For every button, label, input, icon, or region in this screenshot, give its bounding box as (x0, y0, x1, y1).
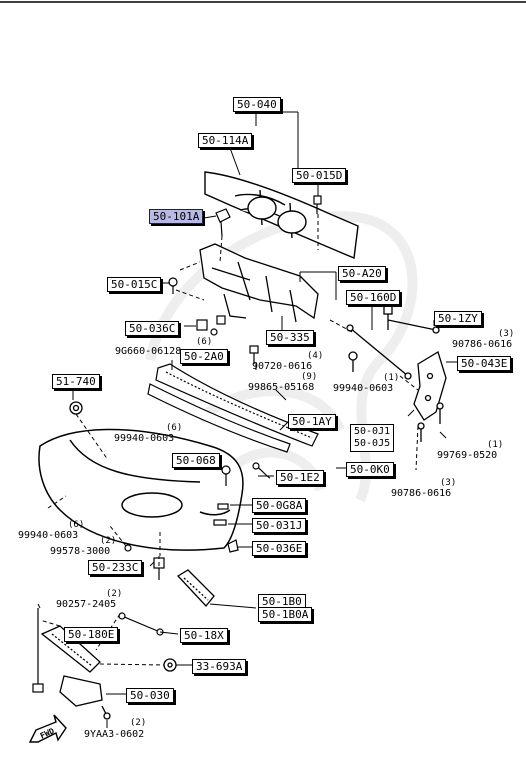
ref-50-1B0[interactable]: 50-1B0 (258, 594, 306, 608)
ref-50-1ZY[interactable]: 50-1ZY (434, 311, 482, 326)
pn-99940-0603-c: 99940-0603 (18, 530, 79, 541)
bolt-50-015C (168, 277, 178, 294)
ref-50-2A0[interactable]: 50-2A0 (180, 349, 228, 364)
ref-50-233C[interactable]: 50-233C (88, 560, 143, 575)
strip-50-2A0 (155, 363, 319, 447)
pn-9YAA3-0602: 9YAA3-0602 (84, 729, 145, 740)
qty-90786-0616-a: (3) (498, 329, 515, 339)
nut-33-693A (163, 658, 177, 672)
bracket-50-030 (59, 675, 111, 720)
pn-99940-0603-b: 99940-0603 (114, 433, 175, 444)
nut-51-740 (69, 401, 83, 415)
group-box-50-0J: 50-0J1 50-0J5 (350, 424, 395, 452)
pn-99769-0520: 99769-0520 (437, 450, 498, 461)
qty-99578-3000: (2) (100, 536, 117, 546)
rod-50-1ZY (383, 305, 440, 334)
ref-50-043E[interactable]: 50-043E (457, 356, 512, 371)
pn-90257-2405: 90257-2405 (56, 599, 117, 610)
qty-90720-0616: (4) (307, 351, 324, 361)
pn-90786-0616-b: 90786-0616 (391, 488, 452, 499)
hose-50-1E2 (252, 462, 271, 479)
ref-50-030[interactable]: 50-030 (126, 688, 174, 703)
bracket-50-A20 (199, 243, 319, 323)
stay-50-160D (346, 324, 412, 380)
qty-99940-0603-b: (6) (166, 423, 183, 433)
clip-50-036C (196, 315, 226, 336)
qty-90786-0616-b: (3) (440, 478, 457, 488)
ref-50-101A[interactable]: 50-101A (149, 209, 204, 224)
clips-lower (213, 503, 239, 553)
ref-51-740[interactable]: 51-740 (52, 374, 100, 389)
ref-50-0G8A[interactable]: 50-0G8A (252, 498, 307, 513)
ref-33-693A[interactable]: 33-693A (192, 659, 247, 674)
ref-50-068[interactable]: 50-068 (172, 453, 220, 468)
undercover-50-180E (40, 625, 101, 673)
ref-50-036E[interactable]: 50-036E (252, 541, 307, 556)
ref-50-1E2[interactable]: 50-1E2 (276, 470, 324, 485)
qty-99940-0603-c: (6) (68, 520, 85, 530)
clip-50-068 (221, 465, 231, 486)
pn-99578-3000: 99578-3000 (50, 546, 111, 557)
ref-50-18X[interactable]: 50-18X (180, 628, 228, 643)
qty-99769-0520: (1) (487, 440, 504, 450)
qty-9G660-06128: (6) (196, 337, 213, 347)
qty-99865-05168: (9) (301, 372, 318, 382)
bolt-90720-0616 (249, 345, 259, 364)
ref-50-0K0[interactable]: 50-0K0 (346, 462, 394, 477)
group-box-line2: 50-0J5 (354, 438, 391, 449)
pn-90720-0616: 90720-0616 (252, 361, 313, 372)
strip-50-1AY (147, 383, 291, 453)
clip-50-101A (215, 208, 231, 237)
ref-50-A20[interactable]: 50-A20 (338, 266, 386, 281)
ref-50-160D[interactable]: 50-160D (346, 290, 401, 305)
ref-50-180E[interactable]: 50-180E (64, 627, 119, 642)
bracket-50-043E (413, 351, 447, 442)
fwd-arrow-icon (28, 714, 67, 743)
stay-50-18X (118, 612, 164, 636)
pn-99940-0603-a: 99940-0603 (333, 383, 394, 394)
pn-90786-0616-a: 90786-0616 (452, 339, 513, 350)
pn-9G660-06128: 9G660-06128 (115, 346, 182, 357)
pn-99865-05168: 99865-05168 (248, 382, 315, 393)
grille-50-1B0 (176, 569, 215, 607)
ref-50-015D[interactable]: 50-015D (292, 168, 347, 183)
ref-50-335[interactable]: 50-335 (266, 330, 314, 345)
bumper-reinforcement (204, 171, 359, 259)
qty-9YAA3-0602: (2) (130, 718, 147, 728)
qty-99940-0603-a: (1) (383, 373, 400, 383)
ref-50-015C[interactable]: 50-015C (107, 277, 162, 292)
ref-50-1B0A[interactable]: 50-1B0A (258, 607, 313, 622)
ref-50-036C[interactable]: 50-036C (125, 321, 180, 336)
ref-50-1AY[interactable]: 50-1AY (288, 414, 336, 429)
group-box-line1: 50-0J1 (354, 426, 391, 437)
ref-50-031J[interactable]: 50-031J (252, 518, 307, 533)
ref-50-040[interactable]: 50-040 (233, 97, 281, 112)
ref-50-114A[interactable]: 50-114A (198, 133, 253, 148)
qty-90257-2405: (2) (106, 589, 123, 599)
bolt-90257-2405 (32, 608, 44, 693)
